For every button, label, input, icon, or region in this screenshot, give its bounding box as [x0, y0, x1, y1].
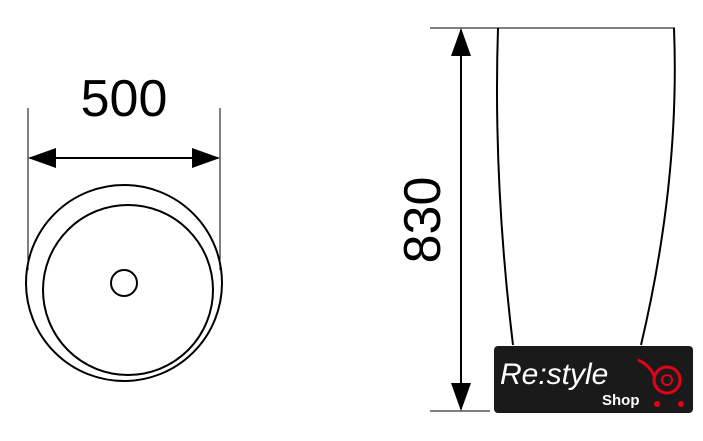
- inner-bowl: [42, 204, 214, 376]
- width-label: 500: [81, 70, 168, 128]
- side-view: [430, 27, 676, 412]
- top-view: [25, 108, 223, 382]
- pedestal-left-edge: [496, 27, 514, 346]
- logo-brand: Re:style: [500, 358, 608, 391]
- pedestal-right-edge: [640, 27, 676, 346]
- drain-hole: [110, 269, 138, 297]
- at-cart-icon: [652, 365, 682, 395]
- logo-sub: Shop: [602, 392, 640, 409]
- outer-rim: [25, 184, 223, 382]
- height-label: 830: [394, 177, 452, 264]
- restyle-shop-logo: Re:style Shop: [494, 346, 693, 413]
